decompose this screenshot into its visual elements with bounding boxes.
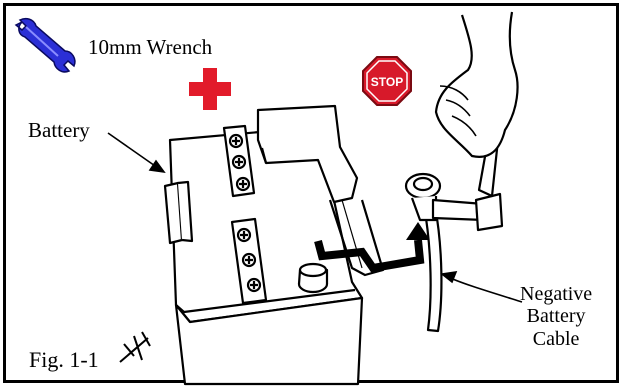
cable-label-line1: Negative (520, 283, 592, 305)
cable-label-line2: Battery (520, 305, 592, 327)
plus-icon (189, 68, 231, 110)
stop-sign-icon: STOP (363, 57, 411, 105)
stop-sign-text: STOP (371, 75, 403, 89)
cable-label-line3: Cable (520, 328, 592, 350)
battery (165, 106, 383, 384)
negative-cable-label: Negative Battery Cable (520, 283, 592, 350)
battery-label: Battery (28, 119, 90, 141)
figure-number: Fig. 1-1 (29, 348, 99, 371)
tool-label: 10mm Wrench (88, 36, 212, 58)
wrench-icon (16, 19, 75, 72)
disconnect-icon (120, 332, 150, 362)
